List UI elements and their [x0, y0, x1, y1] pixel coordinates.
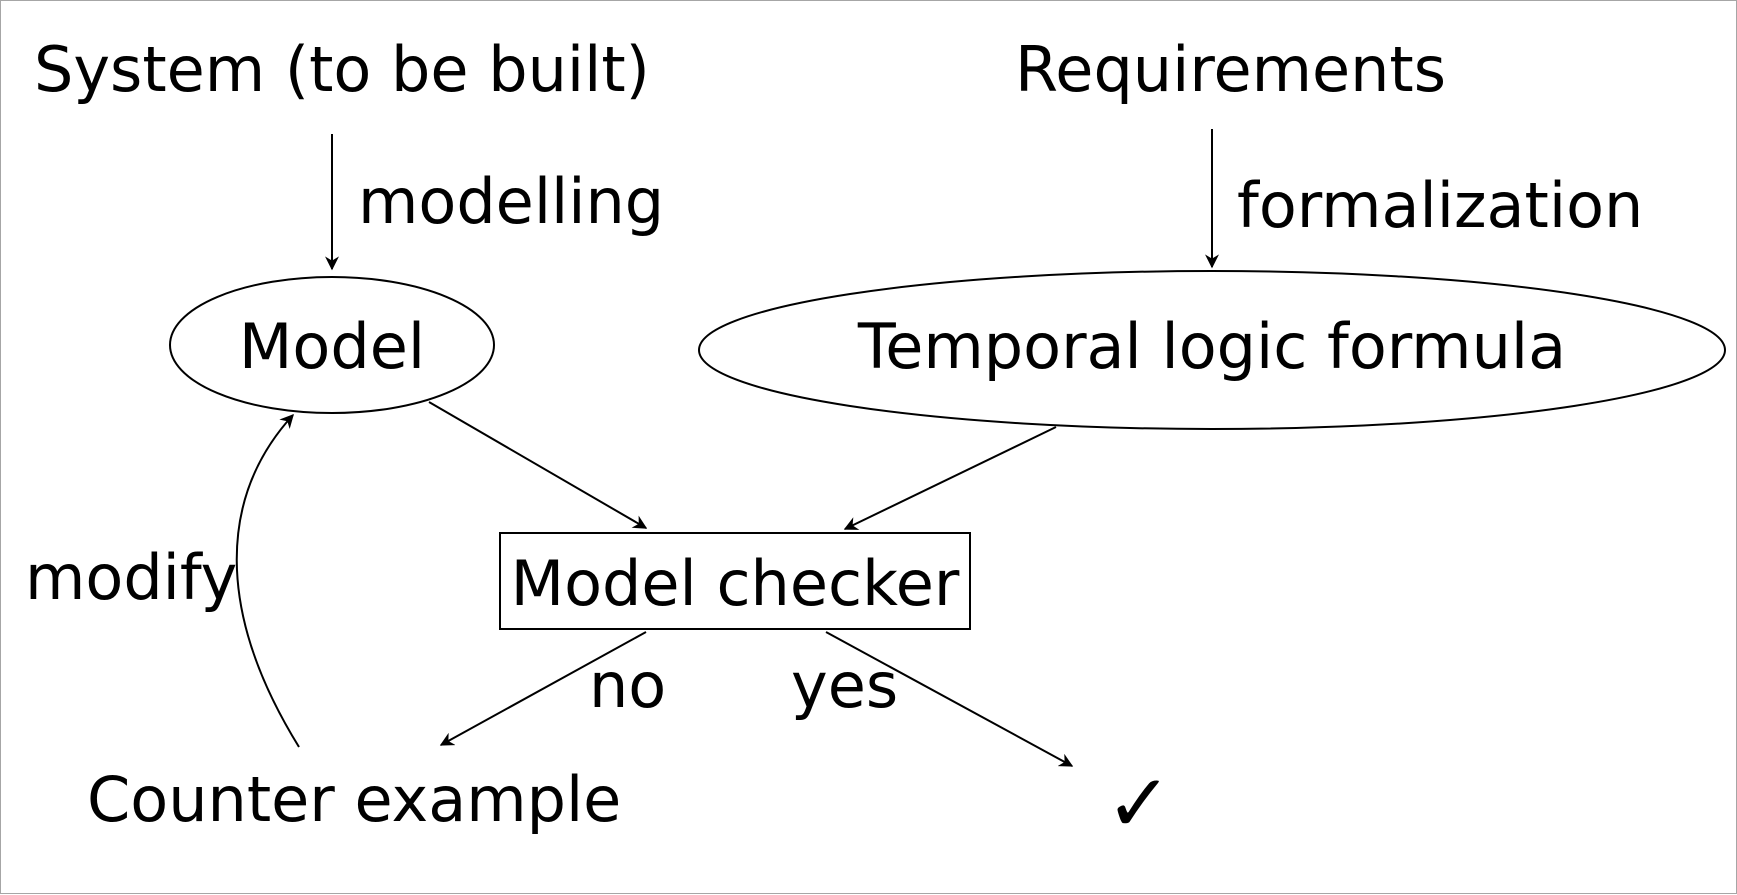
formula-to-checker-arrow	[843, 426, 1057, 530]
modelling-label: modelling	[358, 165, 664, 238]
model-to-checker-arrow	[428, 401, 648, 529]
formula-label: Temporal logic formula	[857, 310, 1566, 383]
yes-label: yes	[791, 649, 898, 722]
no-arrow	[439, 631, 647, 746]
no-label: no	[589, 649, 666, 722]
model-label: Model	[239, 310, 425, 383]
formula-node-ellipse	[698, 270, 1726, 430]
modify-arrow	[235, 413, 300, 748]
counterexample-label: Counter example	[87, 763, 621, 836]
yes-arrow	[825, 631, 1074, 767]
system-label: System (to be built)	[34, 33, 650, 106]
checker-node-box	[499, 532, 971, 630]
checker-label: Model checker	[511, 547, 960, 620]
model-node-ellipse	[169, 276, 495, 414]
formalization-label: formalization	[1237, 169, 1643, 242]
requirements-label: Requirements	[1015, 33, 1446, 106]
modify-label: modify	[25, 541, 237, 614]
success-check-icon: ✓	[1105, 757, 1172, 850]
